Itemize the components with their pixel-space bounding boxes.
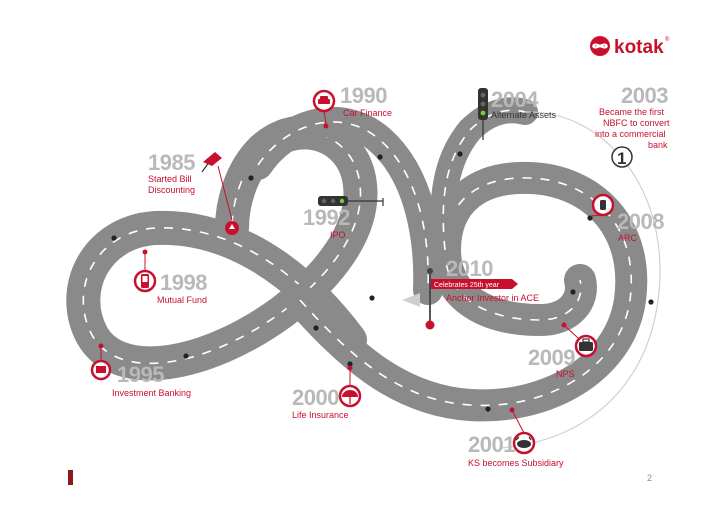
milestone-year: 2004	[491, 87, 539, 112]
milestone-label: KS becomes Subsidiary	[468, 458, 564, 468]
milestone-label: into a commercial	[595, 129, 666, 139]
milestone-2010: 2010 Celebrates 25th year Anchor Investo…	[425, 256, 539, 330]
number-one-icon: 1	[611, 146, 633, 168]
milestone-year: 1985	[148, 150, 195, 175]
kotak-wordmark: kotak	[614, 37, 664, 58]
milestone-label: Anchor Investor in ACE	[446, 293, 539, 303]
milestone-1992: 1992 IPO	[303, 196, 384, 240]
road-marker-dot	[457, 151, 463, 157]
road-marker-dot	[485, 406, 491, 412]
milestone-label: ARC	[618, 233, 638, 243]
milestone-label: NPS	[556, 369, 575, 379]
milestone-1990: 1990 Car Finance	[312, 83, 392, 129]
milestone-year: 1998	[160, 270, 207, 295]
road-marker-dot	[570, 289, 576, 295]
road-network	[66, 97, 661, 449]
milestone-2001: 2001 KS becomes Subsidiary	[468, 407, 564, 468]
footer-accent-bar	[68, 470, 73, 485]
milestone-2000: 2000 Life Insurance	[292, 365, 362, 420]
milestone-year: 2003	[621, 83, 668, 108]
road-marker-dot	[587, 215, 593, 221]
milestone-label: Investment Banking	[112, 388, 191, 398]
milestone-2009: 2009 NPS	[528, 322, 598, 379]
celebration-banner	[431, 279, 518, 289]
milestone-year: 1990	[340, 83, 387, 108]
milestone-2003: 2003 Became the first NBFC to convert in…	[595, 83, 670, 168]
milestone-year: 1992	[303, 205, 350, 230]
milestone-2008: 2008 ARC	[589, 193, 665, 243]
milestone-year: 2000	[292, 385, 339, 410]
milestone-label: Life Insurance	[292, 410, 349, 420]
road-marker-dot	[369, 295, 375, 301]
milestone-year: 2008	[617, 209, 664, 234]
traffic-light-icon	[318, 196, 384, 206]
milestone-year: 2010	[446, 256, 493, 281]
milestone-label: Alternate Assets	[491, 110, 557, 120]
milestone-2004: 2004 Alternate Assets	[478, 87, 557, 140]
milestone-label: Mutual Fund	[157, 295, 207, 305]
road-marker-dot	[377, 154, 383, 160]
road-marker-dot	[313, 325, 319, 331]
road-top-arm-dash	[442, 109, 526, 251]
traffic-light-icon	[478, 88, 488, 140]
flag-icon	[201, 152, 222, 173]
road-marker-dot	[648, 299, 654, 305]
banner-text: Celebrates 25th year	[434, 282, 500, 289]
milestone-label: Became the first	[599, 107, 665, 117]
registered-mark: ®	[665, 36, 670, 43]
road-marker-dot	[248, 175, 254, 181]
milestone-label: Car Finance	[343, 108, 392, 118]
road-arrow-icon	[402, 293, 420, 307]
milestone-label: IPO	[330, 230, 346, 240]
milestone-year: 2009	[528, 345, 575, 370]
milestone-1998: 1998 Mutual Fund	[133, 249, 208, 305]
page-number: 2	[647, 473, 652, 483]
road-outer-track	[499, 111, 661, 449]
road-marker-dot	[111, 235, 117, 241]
milestone-label: Discounting	[148, 185, 195, 195]
milestone-1985: 1985 Started Bill Discounting	[148, 150, 239, 235]
milestone-label: bank	[648, 140, 668, 150]
milestone-label: NBFC to convert	[603, 118, 670, 128]
milestone-1995: 1995 Investment Banking	[90, 343, 191, 398]
road-upper-hairpin-dash	[257, 121, 430, 291]
road-marker-dot	[347, 361, 353, 367]
milestone-year: 2001	[468, 432, 515, 457]
milestone-year: 1995	[117, 362, 164, 387]
road-lower-sweep-dash	[299, 177, 633, 407]
road-marker-dot	[183, 353, 189, 359]
milestone-label: Started Bill	[148, 174, 192, 184]
pole-banner-icon	[425, 268, 518, 330]
kotak-logo: kotak ®	[590, 36, 670, 58]
svg-text:1: 1	[617, 149, 626, 168]
